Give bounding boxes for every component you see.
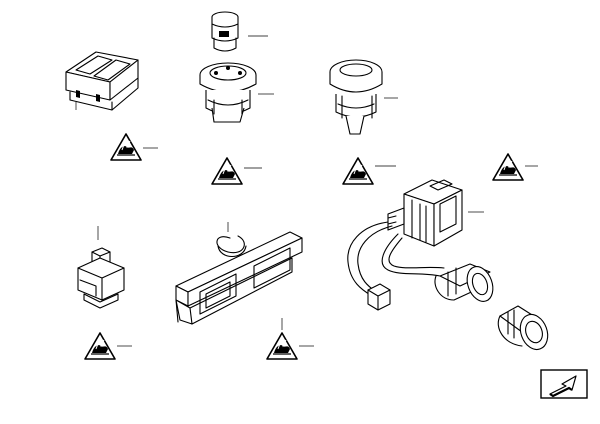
next-page-arrow-icon[interactable]	[540, 369, 588, 399]
esd-warning-triangle-icon	[110, 133, 158, 161]
esd-warning-triangle-icon	[492, 153, 538, 181]
esd-warning-triangle-icon	[266, 332, 314, 360]
push-button-cap	[211, 11, 268, 52]
lighter-element	[434, 263, 549, 351]
switch-strip	[175, 222, 303, 330]
esd-warning-triangle-icon	[84, 332, 132, 360]
small-push-switch	[77, 226, 125, 309]
wiring-harness	[347, 179, 484, 311]
rotary-light-switch	[199, 62, 274, 123]
esd-warning-triangle-icon	[211, 157, 262, 185]
esd-warning-triangle-icon	[342, 157, 396, 185]
window-switch	[65, 51, 139, 111]
cigar-lighter-socket	[329, 59, 398, 135]
